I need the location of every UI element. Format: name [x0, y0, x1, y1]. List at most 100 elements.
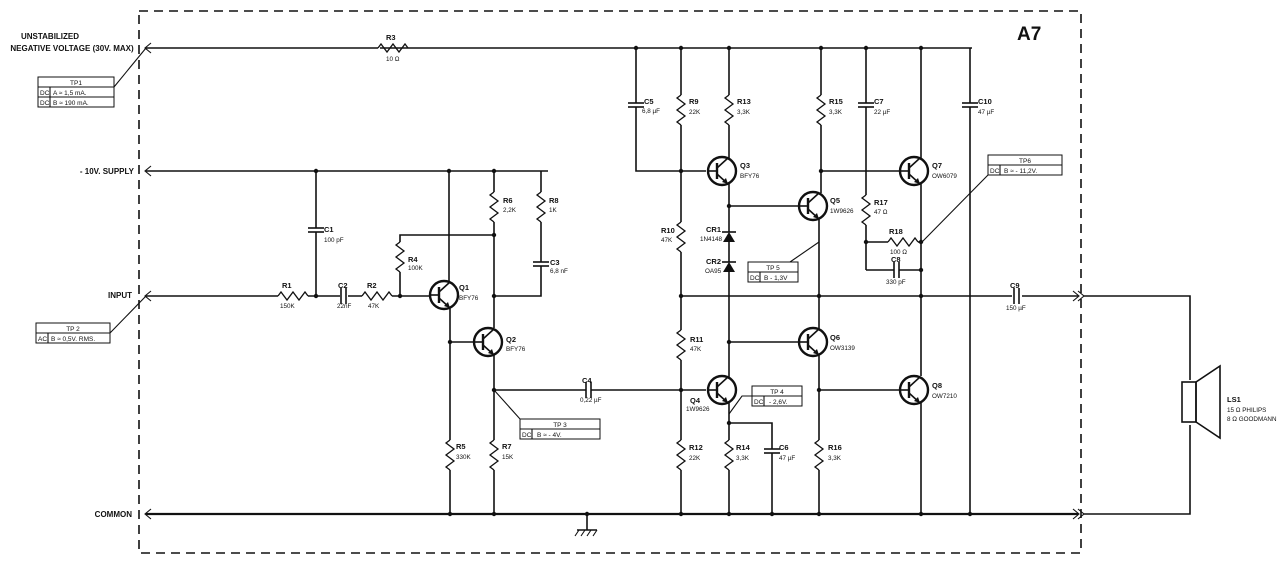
svg-text:3,3K: 3,3K	[829, 109, 843, 116]
svg-text:100K: 100K	[408, 265, 424, 272]
svg-text:B ≈ 190 mA.: B ≈ 190 mA.	[53, 100, 89, 107]
svg-text:R2: R2	[367, 281, 377, 290]
svg-text:2,2K: 2,2K	[503, 207, 517, 214]
svg-text:47 µF: 47 µF	[978, 109, 994, 116]
svg-text:R11: R11	[690, 335, 703, 344]
resistor-r15: R15 3,3K	[816, 48, 843, 193]
capacitor-c3: C3 6,8 nF	[494, 258, 568, 297]
svg-text:47 Ω: 47 Ω	[874, 209, 888, 216]
svg-text:DC: DC	[990, 168, 1000, 175]
transistor-q6: Q6 OW3139	[797, 326, 855, 440]
svg-text:B - 1,3V: B - 1,3V	[764, 275, 788, 282]
svg-text:C4: C4	[582, 376, 592, 385]
svg-text:C8: C8	[891, 255, 901, 264]
diode-cr1: CR1 1N4148	[700, 225, 736, 262]
svg-text:C7: C7	[874, 97, 884, 106]
svg-text:LS1: LS1	[1227, 395, 1241, 404]
svg-text:Q5: Q5	[830, 196, 840, 205]
transistor-q2: Q2 BFY76	[450, 326, 526, 440]
svg-text:3,3K: 3,3K	[737, 109, 751, 116]
transistor-q7: Q7 OW6079	[821, 48, 957, 376]
svg-text:DC: DC	[754, 399, 764, 406]
svg-text:3,3K: 3,3K	[828, 455, 842, 462]
svg-text:Q4: Q4	[690, 396, 701, 405]
svg-text:R18: R18	[889, 227, 903, 236]
svg-text:R8: R8	[549, 196, 559, 205]
svg-text:CR2: CR2	[706, 257, 721, 266]
speaker-wire-top	[1084, 295, 1191, 380]
svg-text:47K: 47K	[690, 346, 702, 353]
svg-text:6,8 µF: 6,8 µF	[642, 108, 660, 115]
testpoint-tp5: TP 5 DC B - 1,3V	[747, 241, 820, 283]
resistor-r9: R9 22K	[676, 48, 701, 222]
speaker-wire-bottom	[1084, 425, 1191, 515]
svg-text:Q3: Q3	[740, 161, 750, 170]
svg-text:Q2: Q2	[506, 335, 516, 344]
svg-text:CR1: CR1	[706, 225, 721, 234]
resistor-r14: R14 3,3K	[724, 439, 751, 514]
resistor-r3: R3 10 Ω	[377, 33, 409, 63]
svg-text:R12: R12	[689, 443, 703, 452]
resistor-r8: R8 1K	[536, 171, 559, 262]
svg-text:15K: 15K	[502, 454, 514, 461]
unstab-label-1: UNSTABILIZED	[21, 32, 79, 41]
svg-text:TP 4: TP 4	[770, 389, 784, 396]
svg-text:R6: R6	[503, 196, 513, 205]
module-label: A7	[1017, 24, 1041, 45]
unstab-label-2: NEGATIVE VOLTAGE (30V. MAX)	[10, 44, 134, 53]
resistor-r13: R13 3,3K	[724, 48, 751, 158]
resistor-r18: R18 100 Ω	[866, 227, 922, 256]
svg-text:C3: C3	[550, 258, 560, 267]
input-label: INPUT	[108, 291, 132, 300]
resistor-r12: R12 22K	[676, 439, 703, 514]
svg-text:TP 2: TP 2	[66, 326, 80, 333]
svg-text:OW3139: OW3139	[830, 345, 855, 352]
capacitor-c10: C10 47 µF	[962, 48, 994, 514]
svg-text:R15: R15	[829, 97, 843, 106]
svg-text:R3: R3	[386, 33, 396, 42]
transistor-q4: Q4 1W9626	[686, 374, 738, 440]
svg-text:330 pF: 330 pF	[886, 279, 906, 286]
svg-text:OW6079: OW6079	[932, 173, 957, 180]
capacitor-c8: C8 330 pF	[866, 255, 922, 286]
svg-text:22K: 22K	[689, 455, 701, 462]
svg-text:Q1: Q1	[459, 283, 469, 292]
svg-text:8 Ω GOODMANN: 8 Ω GOODMANN	[1227, 416, 1277, 423]
testpoint-tp3: TP 3 DC B ≈ - 4V.	[493, 389, 601, 440]
svg-text:BFY76: BFY76	[506, 346, 526, 353]
resistor-r11: R11 47K	[676, 329, 703, 440]
svg-text:R17: R17	[874, 198, 888, 207]
svg-text:330K: 330K	[456, 454, 472, 461]
svg-text:BFY76: BFY76	[740, 173, 760, 180]
svg-text:47K: 47K	[368, 303, 380, 310]
svg-text:R4: R4	[408, 255, 418, 264]
capacitor-c2: C2 22nF	[337, 281, 352, 310]
svg-text:OW7210: OW7210	[932, 393, 957, 400]
svg-text:100 Ω: 100 Ω	[890, 249, 907, 256]
svg-text:R13: R13	[737, 97, 751, 106]
svg-text:C10: C10	[978, 97, 992, 106]
svg-text:C1: C1	[324, 225, 334, 234]
resistor-r7: R7 15K	[489, 439, 514, 514]
speaker-ls1: LS1 15 Ω PHILIPS 8 Ω GOODMANN	[1181, 364, 1277, 440]
module-frame	[138, 10, 1082, 554]
supply-label: - 10V. SUPPLY	[80, 167, 135, 176]
transistor-q3: Q3 BFY76	[706, 155, 760, 232]
transistor-q8: Q8 OW7210	[819, 374, 957, 514]
svg-text:DC: DC	[522, 432, 532, 439]
svg-text:Q7: Q7	[932, 161, 942, 170]
svg-text:R10: R10	[661, 226, 675, 235]
svg-text:22nF: 22nF	[337, 303, 352, 310]
svg-text:C5: C5	[644, 97, 654, 106]
capacitor-c9: C9 150 µF	[1006, 281, 1026, 312]
ground-symbol	[574, 514, 598, 537]
svg-text:C6: C6	[779, 443, 789, 452]
testpoint-tp1: TP1 DC A ≈ 1,5 mA. DC B ≈ 190 mA.	[37, 47, 147, 108]
resistor-r2: R2 47K	[361, 281, 393, 310]
svg-text:47K: 47K	[661, 237, 673, 244]
resistor-r1: R1 150K	[277, 281, 309, 310]
svg-text:22 µF: 22 µF	[874, 109, 890, 116]
svg-text:10 Ω: 10 Ω	[386, 56, 400, 63]
svg-text:C9: C9	[1010, 281, 1020, 290]
